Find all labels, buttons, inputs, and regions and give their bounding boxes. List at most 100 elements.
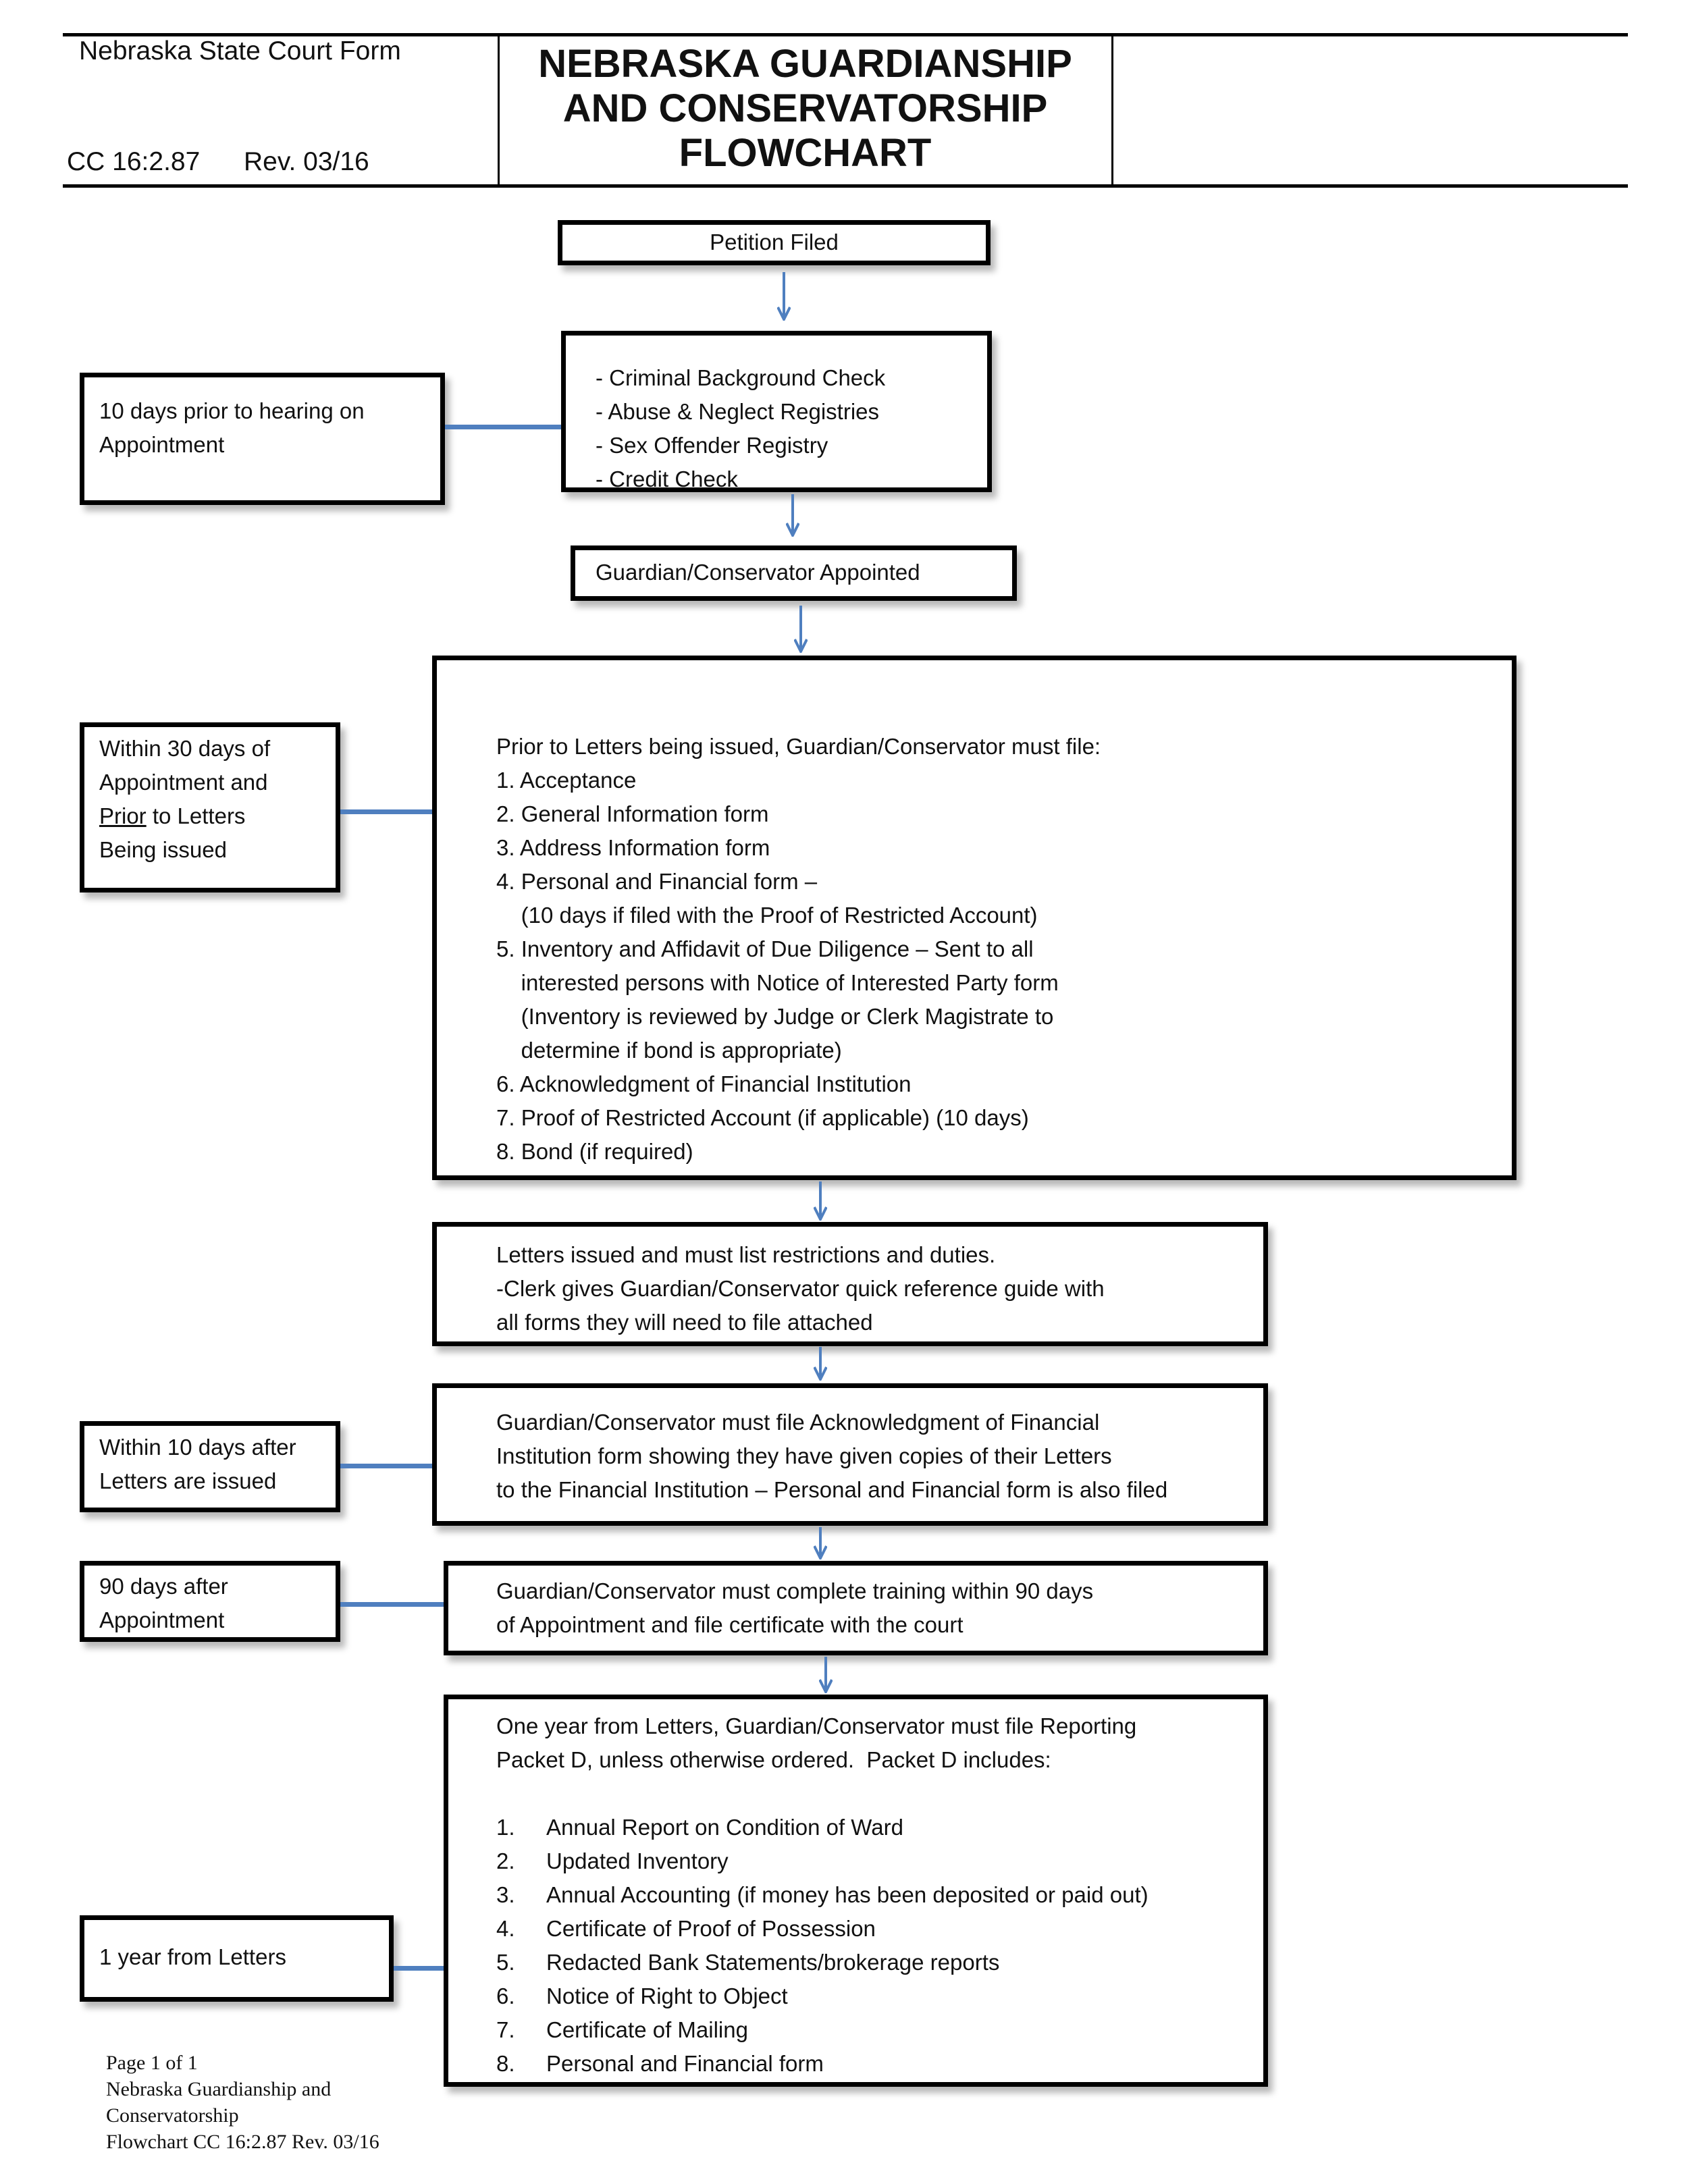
ten-days-prior-box: 10 days prior to hearing on Appointment — [80, 373, 445, 505]
item-text: Certificate of Proof of Possession — [546, 1916, 876, 1941]
arrow-down-icon — [819, 1657, 833, 1693]
title-line: FLOWCHART — [679, 131, 932, 175]
header-divider — [1111, 35, 1113, 185]
box-line: Prior to Letters — [99, 799, 336, 833]
check-item: - Criminal Background Check — [596, 365, 886, 390]
box-line: to the Financial Institution – Personal … — [496, 1477, 1168, 1502]
item-number: 6. — [496, 1983, 515, 2008]
requirement-line: 3. Address Information form — [496, 835, 770, 860]
item-text: Updated Inventory — [546, 1848, 729, 1873]
appointed-box: Guardian/Conservator Appointed — [571, 545, 1017, 601]
item-text: Certificate of Mailing — [546, 2017, 748, 2042]
box-text: 1 year from Letters — [99, 1944, 286, 1969]
box-line: -Clerk gives Guardian/Conservator quick … — [496, 1276, 1105, 1301]
box-text: Petition Filed — [710, 230, 839, 255]
box-line: of Appointment and file certificate with… — [496, 1612, 964, 1637]
within-10-days-box: Within 10 days after Letters are issued — [80, 1421, 340, 1512]
reporting-item: 6. Notice of Right to Object — [496, 1979, 1263, 2013]
one-year-box: 1 year from Letters — [80, 1915, 394, 2002]
check-item: - Abuse & Neglect Registries — [596, 399, 880, 424]
item-text: Personal and Financial form — [546, 2051, 824, 2076]
box-line: One year from Letters, Guardian/Conserva… — [496, 1713, 1137, 1738]
requirement-line: (10 days if filed with the Proof of Rest… — [496, 903, 1038, 928]
requirement-line: 7. Proof of Restricted Account (if appli… — [496, 1105, 1029, 1130]
requirement-line: 1. Acceptance — [496, 768, 637, 793]
title-line: AND CONSERVATORSHIP — [562, 86, 1048, 130]
letters-issued-box: Letters issued and must list restriction… — [432, 1222, 1268, 1346]
revision: Rev. 03/16 — [244, 147, 369, 176]
arrow-down-icon — [814, 1181, 827, 1221]
connector-line — [445, 425, 561, 429]
ninety-days-box: 90 days after Appointment — [80, 1561, 340, 1642]
box-line: Appointment and — [99, 770, 268, 795]
footer-line: Conservatorship — [106, 2104, 239, 2127]
item-text: Notice of Right to Object — [546, 1983, 788, 2008]
footer-line: Flowchart CC 16:2.87 Rev. 03/16 — [106, 2131, 379, 2153]
item-number: 7. — [496, 2017, 515, 2042]
box-line: Packet D, unless otherwise ordered. Pack… — [496, 1747, 1051, 1772]
within-30-days-box: Within 30 days of Appointment and Prior … — [80, 722, 340, 893]
header-divider — [498, 35, 500, 185]
requirement-line: determine if bond is appropriate) — [496, 1038, 842, 1063]
item-number: 5. — [496, 1950, 515, 1975]
header-bottom-rule — [63, 184, 1628, 188]
reporting-item: 8. Personal and Financial form — [496, 2047, 1263, 2081]
background-checks-box: - Criminal Background Check - Abuse & Ne… — [561, 331, 992, 492]
acknowledgment-box: Guardian/Conservator must file Acknowled… — [432, 1383, 1268, 1526]
connector-line — [340, 1602, 444, 1607]
reporting-item: 3.Annual Accounting (if money has been d… — [496, 1878, 1263, 1912]
page-title: NEBRASKA GUARDIANSHIP AND CONSERVATORSHI… — [500, 42, 1111, 176]
training-box: Guardian/Conservator must complete train… — [444, 1561, 1268, 1655]
prior-to-letters-box: Prior to Letters being issued, Guardian/… — [432, 656, 1516, 1180]
arrow-down-icon — [794, 606, 808, 653]
page-footer: Page 1 of 1 Nebraska Guardianship and Co… — [106, 2050, 379, 2155]
petition-filed-box: Petition Filed — [558, 220, 991, 265]
requirement-line: 4. Personal and Financial form – — [496, 869, 818, 894]
requirement-line: 5. Inventory and Affidavit of Due Dilige… — [496, 936, 1034, 961]
box-line: 10 days prior to hearing on — [99, 398, 365, 423]
arrow-down-icon — [814, 1527, 827, 1560]
reporting-box: One year from Letters, Guardian/Conserva… — [444, 1695, 1268, 2087]
item-number: 3. — [496, 1882, 515, 1907]
arrow-down-icon — [777, 272, 791, 321]
connector-line — [340, 809, 432, 814]
item-number: 1. — [496, 1815, 515, 1840]
arrow-down-icon — [814, 1347, 827, 1381]
reporting-item: 1. Annual Report on Condition of Ward — [496, 1811, 1263, 1844]
box-line: Guardian/Conservator must file Acknowled… — [496, 1410, 1100, 1435]
box-line: Within 30 days of — [99, 736, 271, 761]
requirement-line: (Inventory is reviewed by Judge or Clerk… — [496, 1004, 1054, 1029]
box-line: Guardian/Conservator must complete train… — [496, 1578, 1094, 1603]
box-line: Institution form showing they have given… — [496, 1443, 1112, 1468]
title-line: NEBRASKA GUARDIANSHIP — [538, 42, 1072, 86]
box-line: Letters issued and must list restriction… — [496, 1242, 996, 1267]
box-line: 90 days after — [99, 1574, 228, 1599]
underlined-word: Prior — [99, 803, 147, 828]
item-text: Redacted Bank Statements/brokerage repor… — [546, 1950, 1000, 1975]
spacer — [496, 1777, 1263, 1811]
item-number: 4. — [496, 1916, 515, 1941]
reporting-list: 1. Annual Report on Condition of Ward 2. Up… — [496, 1811, 1263, 2081]
line-rest: to Letters — [146, 803, 246, 828]
requirement-line: 6. Acknowledgment of Financial Instituti… — [496, 1071, 912, 1096]
reporting-item: 2. Updated Inventory — [496, 1844, 1263, 1878]
requirement-line: 8. Bond (if required) — [496, 1139, 693, 1164]
check-item: - Sex Offender Registry — [596, 433, 828, 458]
box-line: Appointment — [99, 432, 225, 457]
item-number: 2. — [496, 1848, 515, 1873]
box-line: Appointment — [99, 1607, 225, 1632]
box-text: Guardian/Conservator Appointed — [596, 560, 920, 585]
reporting-item: 7. Certificate of Mailing — [496, 2013, 1263, 2047]
footer-line: Page 1 of 1 — [106, 2052, 198, 2074]
header-top-rule — [63, 33, 1628, 36]
footer-line: Nebraska Guardianship and — [106, 2078, 332, 2100]
box-line: Letters are issued — [99, 1468, 277, 1493]
item-text: Annual Report on Condition of Ward — [546, 1815, 903, 1840]
box-line: all forms they will need to file attache… — [496, 1310, 873, 1335]
check-item: - Credit Check — [596, 467, 738, 491]
requirement-line: Prior to Letters being issued, Guardian/… — [496, 734, 1101, 759]
box-line: Being issued — [99, 837, 227, 862]
item-number: 8. — [496, 2051, 515, 2076]
reporting-item: 4. Certificate of Proof of Possession — [496, 1912, 1263, 1946]
connector-line — [340, 1464, 432, 1468]
